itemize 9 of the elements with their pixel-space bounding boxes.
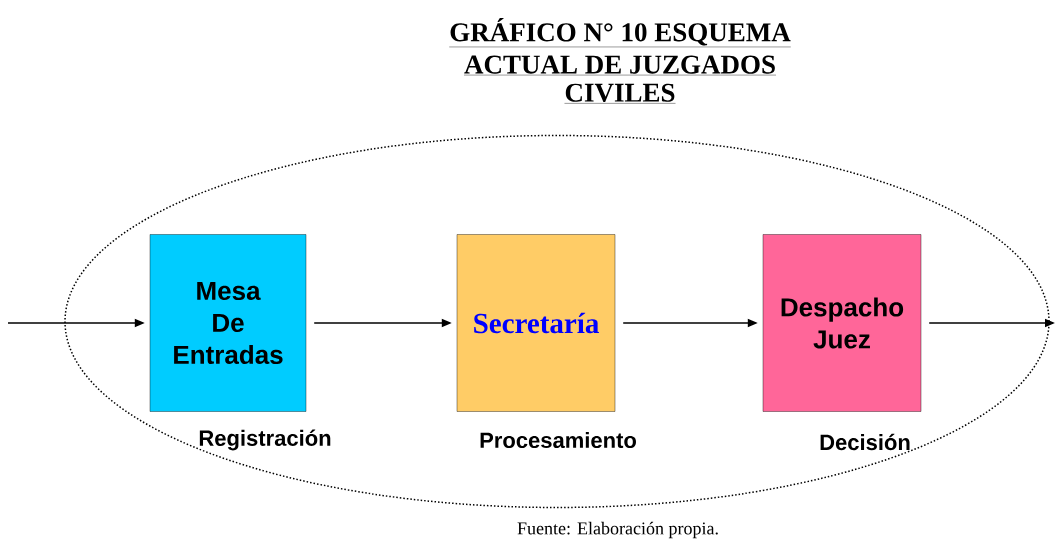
stage-label: Procesamiento: [480, 431, 636, 449]
process-box: Despacho Juez: [762, 234, 922, 412]
process-box: Mesa De Entradas: [149, 234, 307, 412]
caption: Fuente: Elaboración propia.: [517, 521, 718, 539]
dotted-ellipse: [64, 134, 1050, 509]
title: GRÁFICO N° 10 ESQUEMA ACTUAL DE JUZGADOS CIVILES: [449, 18, 791, 102]
stage-label: Registración: [199, 429, 331, 451]
process-box: Secretaría: [456, 234, 616, 412]
stage-label: Decisión: [820, 433, 910, 451]
